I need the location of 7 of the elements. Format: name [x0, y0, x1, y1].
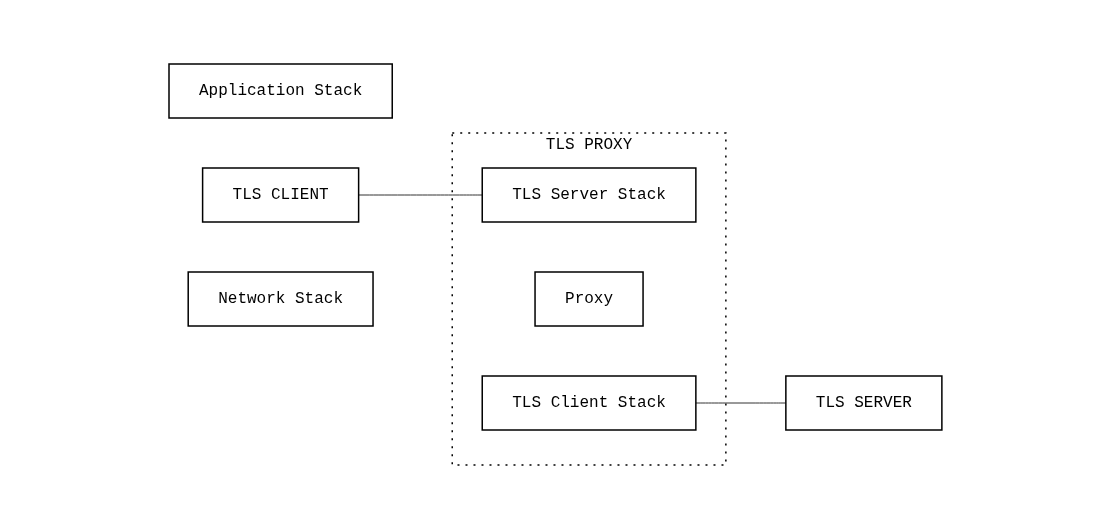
- node-box: Application Stack: [167, 62, 393, 119]
- node-box: TLS CLIENT: [201, 166, 359, 223]
- node-box: Proxy: [533, 270, 644, 327]
- node-box: TLS SERVER: [784, 374, 943, 431]
- node-box: Network Stack: [187, 270, 374, 327]
- node-box: TLS Client Stack: [481, 374, 697, 431]
- node-box: TLS Server Stack: [481, 166, 697, 223]
